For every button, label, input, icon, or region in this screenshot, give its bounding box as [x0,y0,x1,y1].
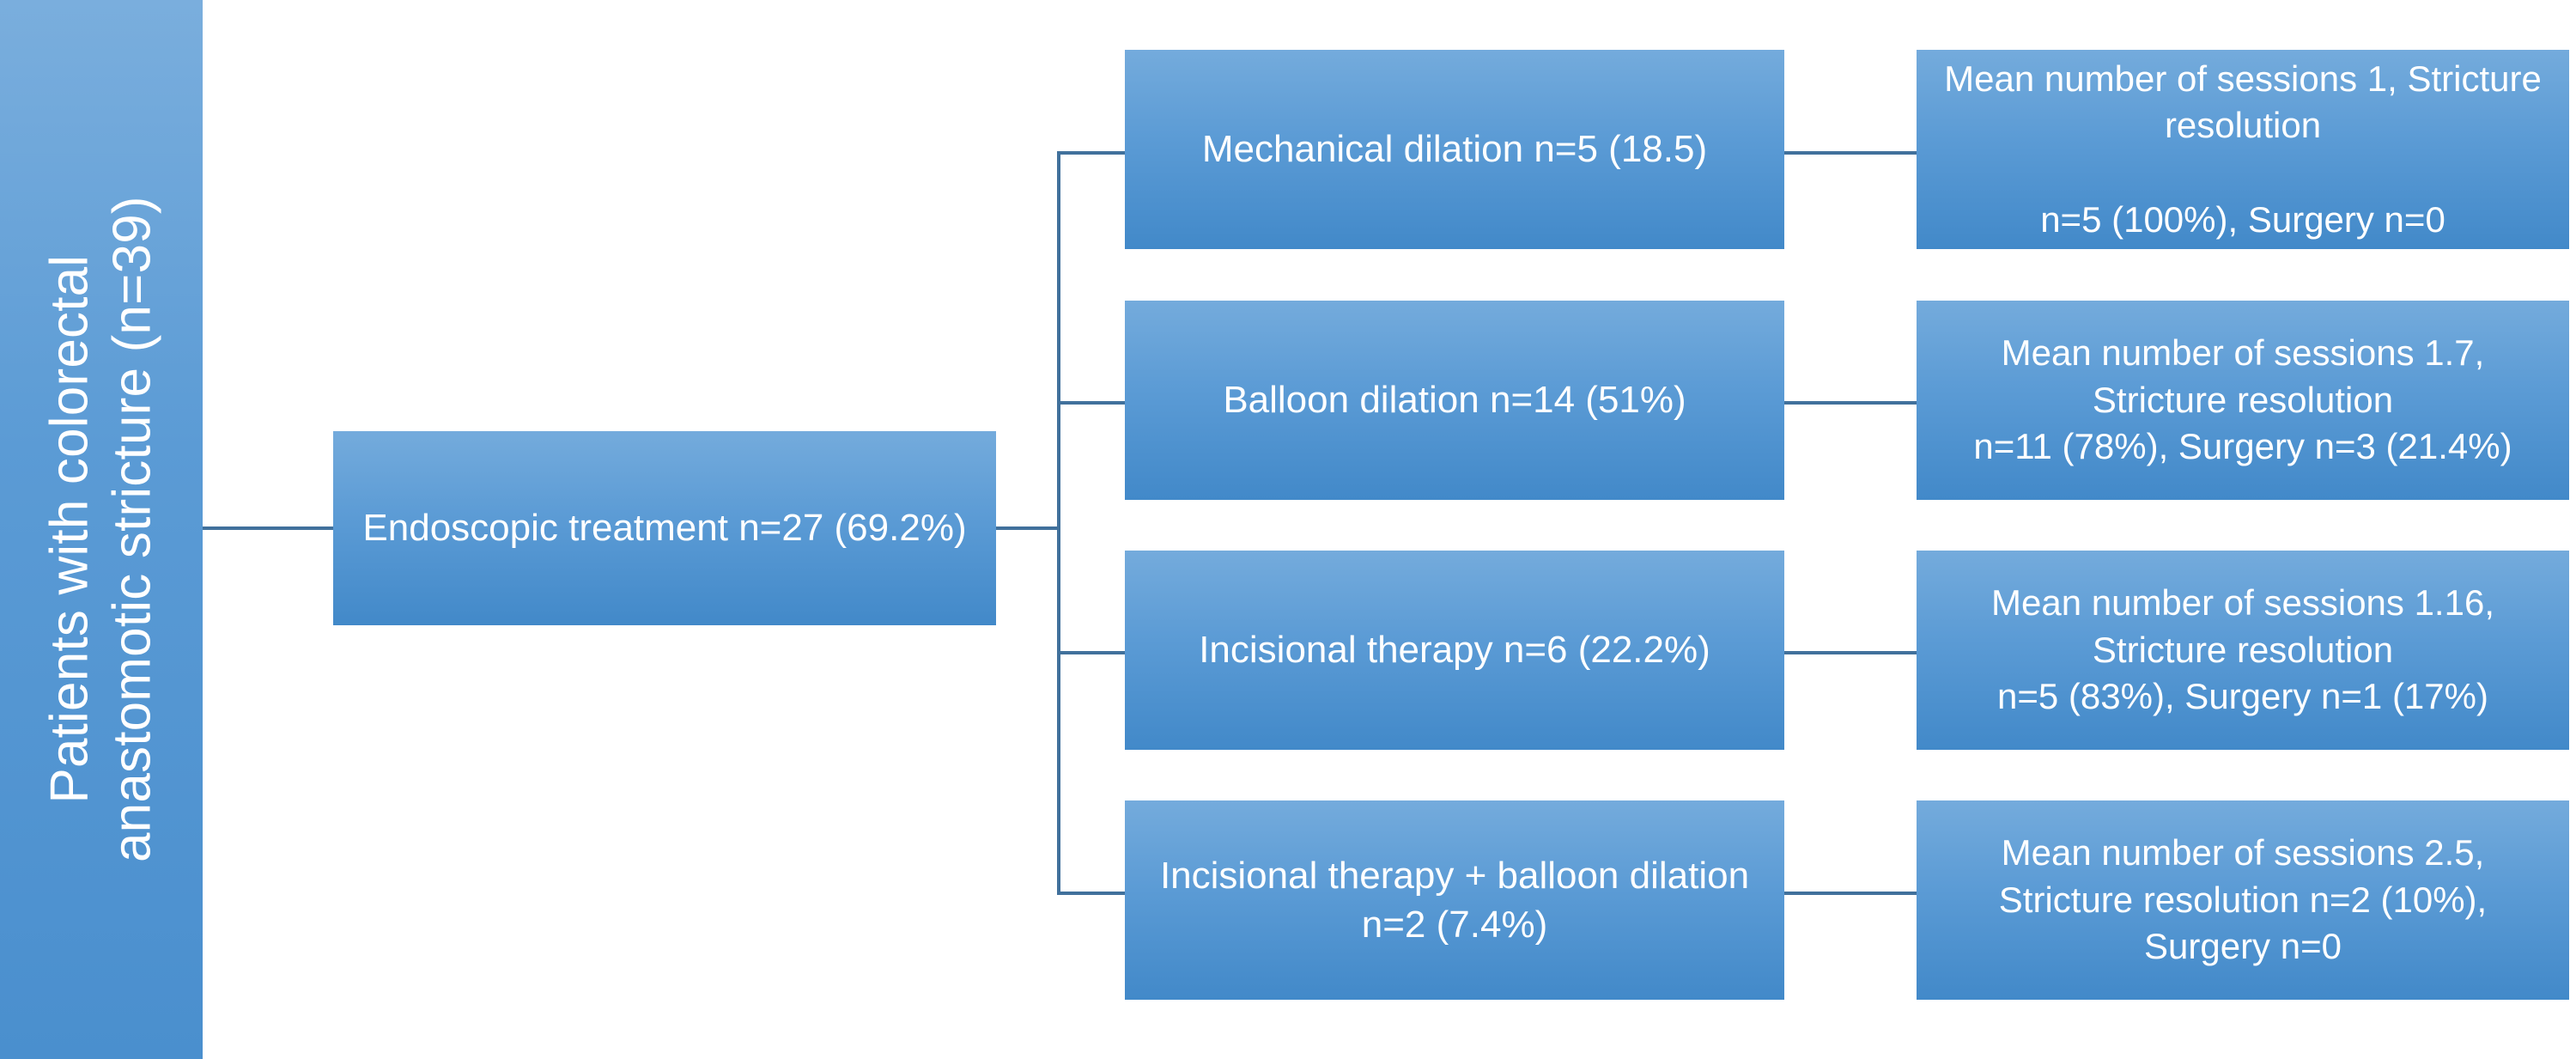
node-outcome-1-line4: n=5 (100%), Surgery n=0 [2040,198,2445,240]
connector-treatment-2-to-outcome-2 [1784,401,1918,405]
node-outcome-2-label: Mean number of sessions 1.7, Stricture r… [1929,330,2557,471]
node-outcome-2-line2: Stricture resolution [2092,379,2394,420]
node-treatment-mechanical-dilation: Mechanical dilation n=5 (18.5) [1125,50,1784,249]
connector-banner-to-root [203,526,333,530]
node-outcome-1-line3 [1929,149,2557,197]
node-outcome-1-label: Mean number of sessions 1, Stricture res… [1929,56,2557,243]
connector-root-to-trunk [996,526,1060,530]
node-outcome-balloon-dilation: Mean number of sessions 1.7, Stricture r… [1917,301,2569,500]
node-outcome-incisional-therapy: Mean number of sessions 1.16, Stricture … [1917,551,2569,750]
node-outcome-1-line1: Mean number of sessions 1, Stricture [1944,58,2542,99]
connector-trunk-to-treatment-3 [1057,651,1127,654]
node-treatment-2-label: Balloon dilation n=14 (51%) [1223,379,1686,422]
node-outcome-4-label: Mean number of sessions 2.5, Stricture r… [1929,830,2557,971]
node-outcome-3-line3: n=5 (83%), Surgery n=1 (17%) [1997,676,2488,717]
connector-trunk-to-treatment-1 [1057,151,1127,155]
node-treatment-balloon-dilation: Balloon dilation n=14 (51%) [1125,301,1784,500]
node-treatment-incisional-therapy: Incisional therapy n=6 (22.2%) [1125,551,1784,750]
node-outcome-2-line3: n=11 (78%), Surgery n=3 (21.4%) [1973,426,2512,467]
node-outcome-1-line2: resolution [2164,105,2322,146]
node-outcome-4-line2: Stricture resolution n=2 (10%), [1998,879,2488,920]
node-treatment-1-label: Mechanical dilation n=5 (18.5) [1201,128,1708,171]
node-outcome-incisional-plus-balloon: Mean number of sessions 2.5, Stricture r… [1917,800,2569,1000]
cohort-banner-line2: anastomotic stricture (n=39) [103,196,163,863]
connector-treatment-4-to-outcome-4 [1784,892,1918,895]
node-treatment-incisional-plus-balloon: Incisional therapy + balloon dilation n=… [1125,800,1784,1000]
connector-vertical-trunk [1057,151,1060,895]
node-outcome-4-line3: Surgery n=0 [2144,926,2342,967]
node-treatment-4-label: Incisional therapy + balloon dilation n=… [1137,851,1772,949]
connector-treatment-1-to-outcome-1 [1784,151,1918,155]
cohort-banner: Patients with colorectal anastomotic str… [0,0,203,1059]
node-endoscopic-treatment: Endoscopic treatment n=27 (69.2%) [333,431,996,625]
node-outcome-3-line2: Stricture resolution [2092,629,2394,670]
node-outcome-3-label: Mean number of sessions 1.16, Stricture … [1929,580,2557,721]
node-outcome-2-line1: Mean number of sessions 1.7, [2001,332,2485,374]
node-outcome-mechanical-dilation: Mean number of sessions 1, Stricture res… [1917,50,2569,249]
node-endoscopic-treatment-label: Endoscopic treatment n=27 (69.2%) [362,507,967,550]
node-treatment-3-label: Incisional therapy n=6 (22.2%) [1199,629,1710,672]
node-outcome-4-line1: Mean number of sessions 2.5, [2001,832,2485,873]
cohort-banner-label: Patients with colorectal anastomotic str… [39,197,164,863]
connector-treatment-3-to-outcome-3 [1784,651,1918,654]
node-outcome-3-line1: Mean number of sessions 1.16, [1991,582,2494,624]
connector-trunk-to-treatment-4 [1057,892,1127,895]
cohort-banner-line1: Patients with colorectal [39,255,100,804]
connector-trunk-to-treatment-2 [1057,401,1127,405]
node-treatment-4-line1: Incisional therapy + balloon dilation [1159,854,1750,897]
node-treatment-4-line2: n=2 (7.4%) [1361,904,1548,946]
